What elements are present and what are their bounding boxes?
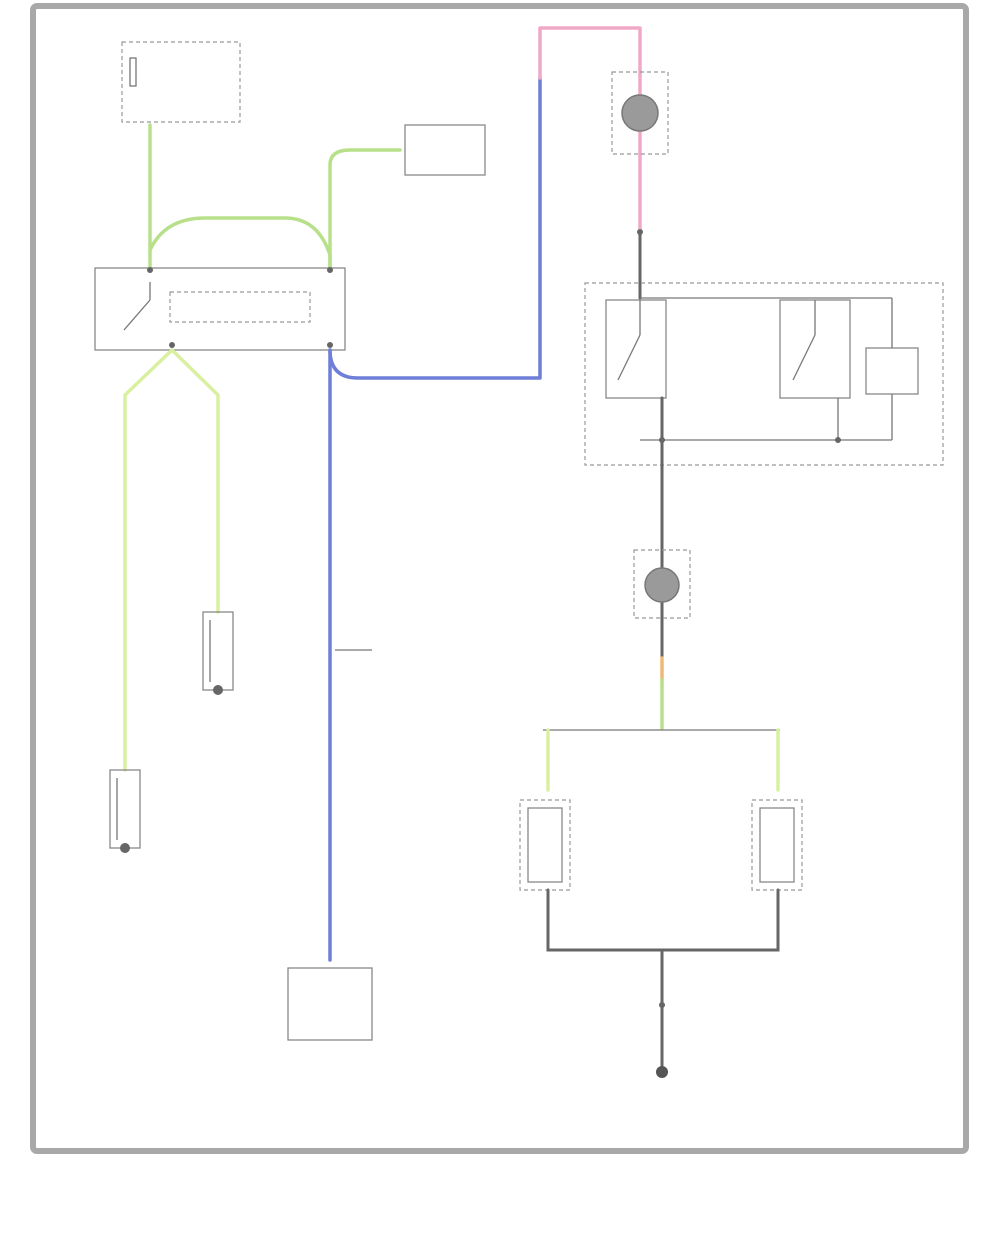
right-motor bbox=[751, 799, 803, 891]
ground-icon bbox=[213, 685, 223, 695]
sensor-mid bbox=[202, 611, 234, 695]
relay-switch-icon bbox=[123, 299, 151, 331]
ground-icon bbox=[120, 843, 130, 853]
pcm-box bbox=[404, 124, 486, 176]
left-motor bbox=[519, 799, 571, 891]
ground-icon bbox=[656, 1066, 668, 1078]
fuse-box bbox=[121, 41, 241, 123]
wire-green-jumper bbox=[148, 216, 332, 272]
node-icon bbox=[147, 267, 153, 273]
wire-lightgreen-left bbox=[123, 348, 174, 772]
bottom-box bbox=[287, 967, 373, 1041]
diagram-frame bbox=[30, 3, 969, 1154]
wire-black-motors bbox=[546, 888, 780, 952]
horn-connector-bottom bbox=[633, 549, 691, 619]
wire-lightgreen-right bbox=[170, 348, 220, 614]
control-module bbox=[584, 282, 944, 466]
wire-green-relay-pcm bbox=[328, 148, 402, 272]
connector-icon bbox=[644, 567, 680, 603]
wire-pink bbox=[538, 26, 642, 234]
connector-icon bbox=[621, 94, 659, 132]
horn-connector-top bbox=[611, 71, 669, 155]
switch-icon bbox=[617, 334, 641, 381]
sensor-left bbox=[109, 769, 141, 853]
relay-block bbox=[94, 267, 346, 351]
switch-icon bbox=[792, 334, 816, 381]
wire-blue-relay-top bbox=[328, 76, 542, 380]
